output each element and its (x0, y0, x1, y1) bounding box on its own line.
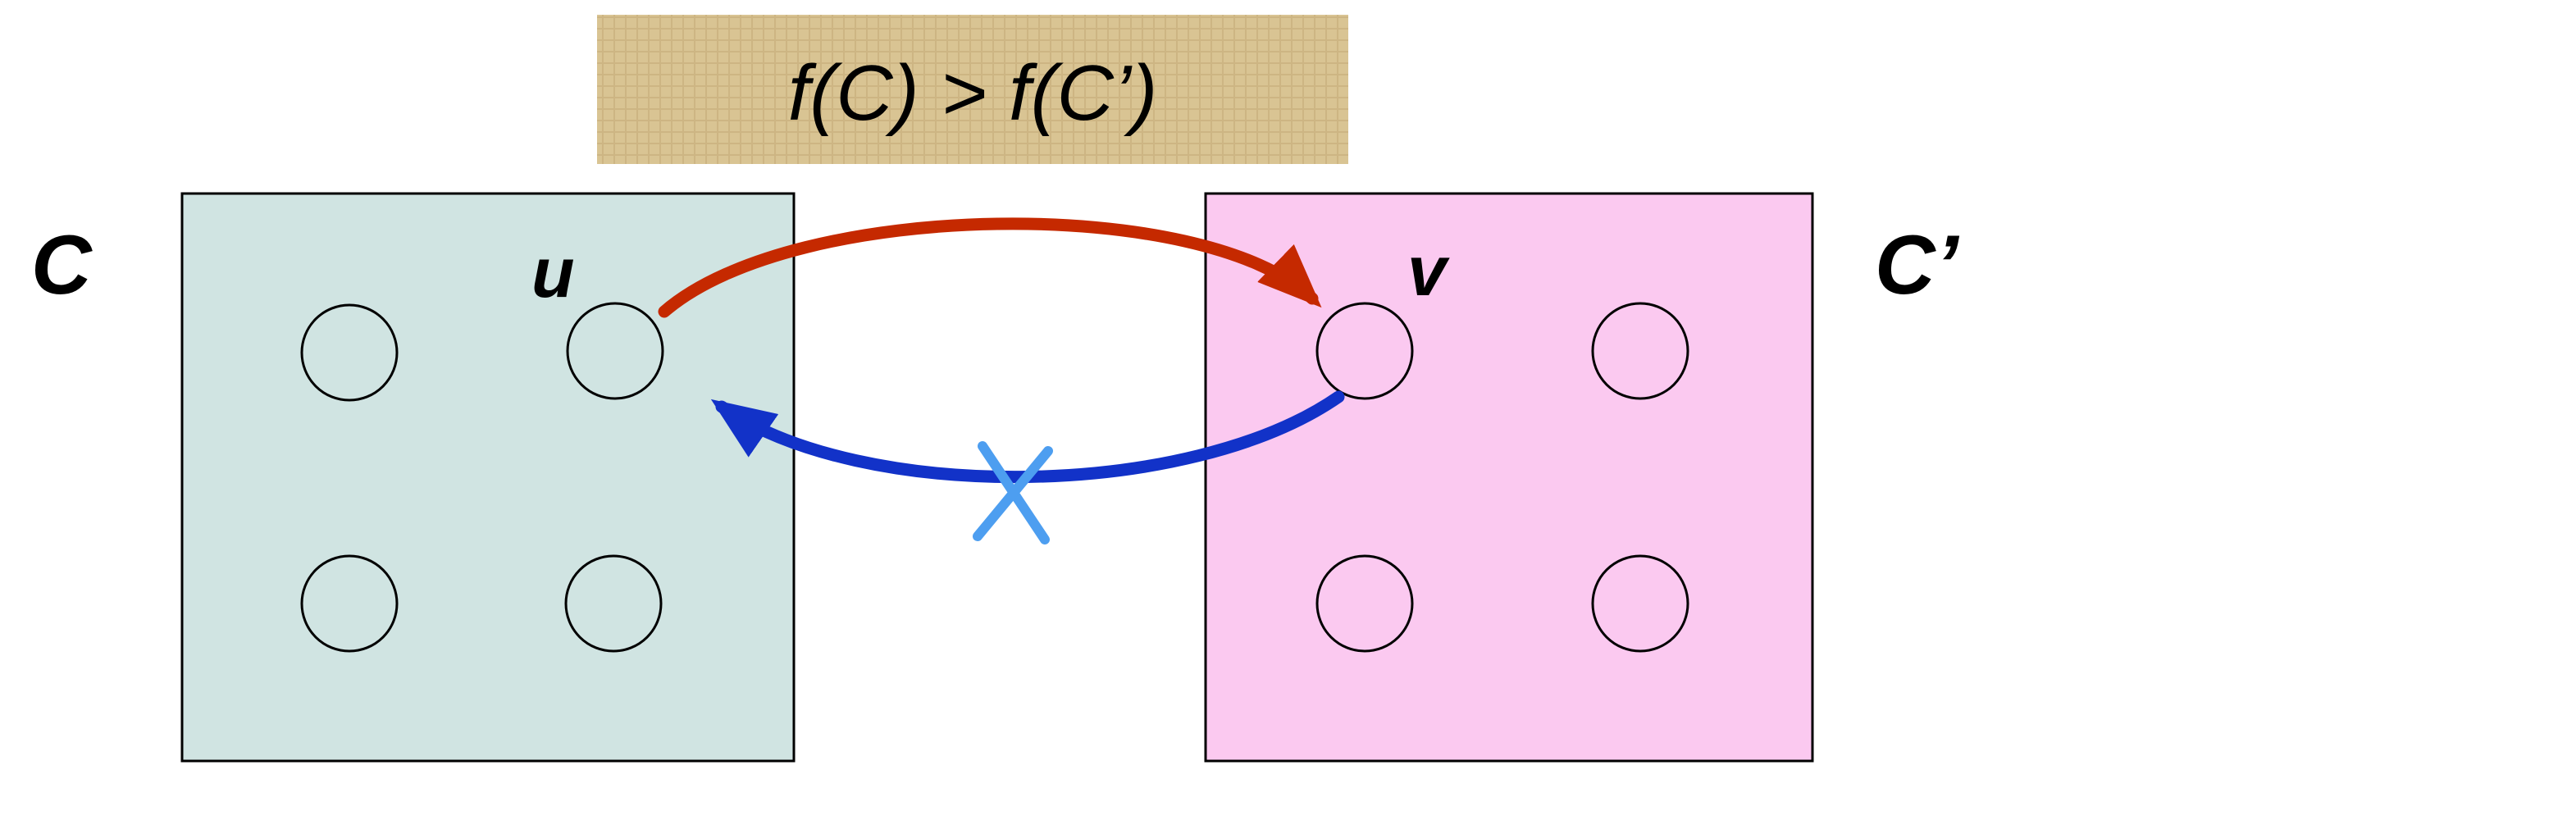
formula-banner: f(C) > f(C’) (597, 15, 1348, 164)
forward-move-arrow (658, 217, 1322, 318)
node-u-label: u (531, 234, 575, 312)
cross-out-stroke (973, 446, 1053, 541)
formula-label: f(C) > f(C’) (788, 49, 1158, 137)
cluster-c-label: C (31, 218, 93, 312)
node-circle (300, 303, 399, 402)
node-circle (1591, 302, 1689, 400)
cluster-c-prime: C’ v (1204, 192, 1960, 763)
node-circle (1315, 554, 1414, 653)
cluster-c-box (180, 192, 796, 763)
cluster-c-prime-label: C’ (1875, 218, 1960, 312)
node-u-circle (566, 302, 664, 400)
node-circle (564, 554, 663, 653)
node-v-label: v (1407, 232, 1450, 311)
node-circle (1591, 554, 1689, 653)
cross-out-icon (973, 441, 1053, 544)
node-circle (300, 554, 399, 653)
node-v-circle (1315, 302, 1414, 400)
formula-box-texture (597, 15, 1348, 164)
cluster-c: C u (31, 192, 796, 763)
